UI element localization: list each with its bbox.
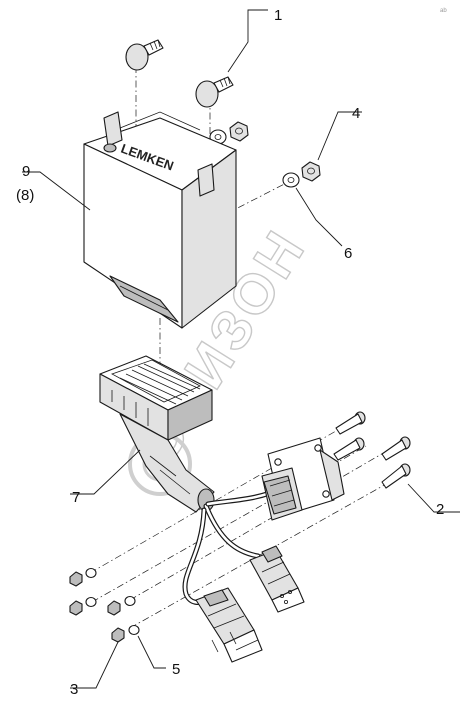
small-nut-3 [107,600,121,616]
callout-1: 1 [274,7,282,24]
control-module-body: LEMKEN [83,111,237,329]
callout-leaders [22,9,460,689]
callout-4: 4 [352,105,360,122]
small-washer-4 [128,624,140,636]
callout-3: 3 [70,681,78,698]
washer-item-6 [282,172,300,188]
flange-screw-4 [381,463,411,489]
nut-module-side [229,121,249,142]
small-washer-1 [85,567,97,579]
nut-item-4 [301,161,321,182]
callout-7: 7 [72,489,80,506]
mounting-bolt-upper [125,39,164,71]
flange-screw-1 [335,411,366,435]
small-nut-1 [69,571,83,587]
callout-5: 5 [172,661,180,678]
callout-9: 9 [22,163,30,180]
bulkhead-connector-plug [261,467,303,521]
small-nut-4 [111,627,125,643]
flange-screw-2 [333,437,365,461]
callout-2: 2 [436,501,444,518]
corner-mark: ab [440,8,447,14]
callout-6: 6 [344,245,352,262]
small-nut-2 [69,600,83,616]
small-washer-2 [85,596,97,608]
mounting-bolt-lower [195,76,234,108]
small-plug-connector [249,545,305,613]
small-washer-3 [124,595,136,607]
harness-boot [119,413,215,513]
callout-8: (8) [16,187,34,204]
flange-screw-3 [381,436,411,461]
large-plug-connector [195,587,263,663]
